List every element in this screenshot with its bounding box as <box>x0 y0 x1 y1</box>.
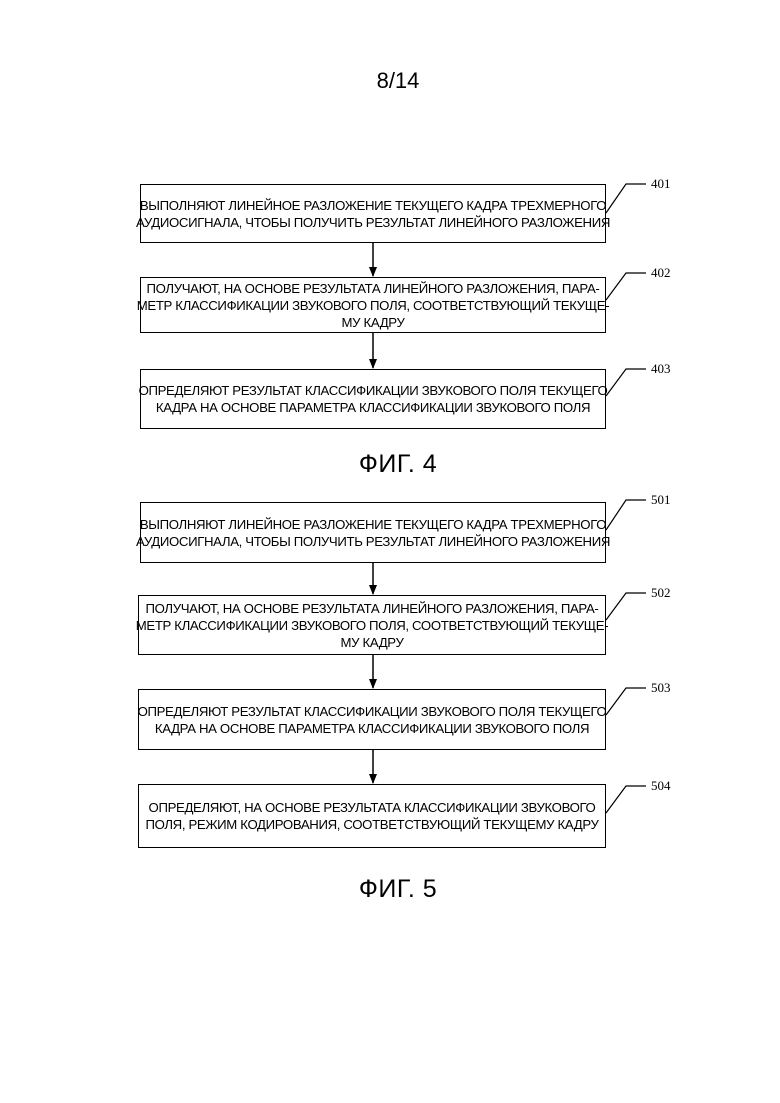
step-504-line-1: ОПРЕДЕЛЯЮТ, НА ОСНОВЕ РЕЗУЛЬТАТА КЛАССИФ… <box>149 799 596 816</box>
flow-step-401: ВЫПОЛНЯЮТ ЛИНЕЙНОЕ РАЗЛОЖЕНИЕ ТЕКУЩЕГО К… <box>140 184 606 243</box>
flow-step-502: ПОЛУЧАЮТ, НА ОСНОВЕ РЕЗУЛЬТАТА ЛИНЕЙНОГО… <box>138 595 606 655</box>
ref-label-401: 401 <box>651 176 671 192</box>
ref-label-502: 502 <box>651 585 671 601</box>
figure-caption-4: ФИГ. 4 <box>0 450 780 479</box>
step-502-line-1: ПОЛУЧАЮТ, НА ОСНОВЕ РЕЗУЛЬТАТА ЛИНЕЙНОГО… <box>146 600 599 617</box>
step-402-line-2: МЕТР КЛАССИФИКАЦИИ ЗВУКОВОГО ПОЛЯ, СООТВ… <box>137 297 610 314</box>
ref-label-403: 403 <box>651 361 671 377</box>
flow-step-403: ОПРЕДЕЛЯЮТ РЕЗУЛЬТАТ КЛАССИФИКАЦИИ ЗВУКО… <box>140 369 606 429</box>
leader-501 <box>606 500 646 530</box>
ref-label-504: 504 <box>651 778 671 794</box>
step-403-line-1: ОПРЕДЕЛЯЮТ РЕЗУЛЬТАТ КЛАССИФИКАЦИИ ЗВУКО… <box>139 382 608 399</box>
flow-step-402: ПОЛУЧАЮТ, НА ОСНОВЕ РЕЗУЛЬТАТА ЛИНЕЙНОГО… <box>140 277 606 333</box>
step-502-line-3: МУ КАДРУ <box>341 634 404 651</box>
step-504-line-2: ПОЛЯ, РЕЖИМ КОДИРОВАНИЯ, СООТВЕТСТВУЮЩИЙ… <box>145 816 598 833</box>
step-503-line-1: ОПРЕДЕЛЯЮТ РЕЗУЛЬТАТ КЛАССИФИКАЦИИ ЗВУКО… <box>138 703 607 720</box>
flow-step-504: ОПРЕДЕЛЯЮТ, НА ОСНОВЕ РЕЗУЛЬТАТА КЛАССИФ… <box>138 784 606 848</box>
step-402-line-3: МУ КАДРУ <box>342 314 405 331</box>
step-502-line-2: МЕТР КЛАССИФИКАЦИИ ЗВУКОВОГО ПОЛЯ, СООТВ… <box>136 617 609 634</box>
step-501-line-2: АУДИОСИГНАЛА, ЧТОБЫ ПОЛУЧИТЬ РЕЗУЛЬТАТ Л… <box>136 533 610 550</box>
ref-label-402: 402 <box>651 265 671 281</box>
leader-504 <box>606 786 646 813</box>
leader-402 <box>606 273 646 300</box>
step-402-line-1: ПОЛУЧАЮТ, НА ОСНОВЕ РЕЗУЛЬТАТА ЛИНЕЙНОГО… <box>147 280 600 297</box>
leader-401 <box>606 184 646 213</box>
figure-caption-5: ФИГ. 5 <box>0 875 780 904</box>
step-503-line-2: КАДРА НА ОСНОВЕ ПАРАМЕТРА КЛАССИФИКАЦИИ … <box>155 720 589 737</box>
ref-label-501: 501 <box>651 492 671 508</box>
step-401-line-1: ВЫПОЛНЯЮТ ЛИНЕЙНОЕ РАЗЛОЖЕНИЕ ТЕКУЩЕГО К… <box>140 197 606 214</box>
leader-403 <box>606 369 646 396</box>
ref-label-503: 503 <box>651 680 671 696</box>
leader-502 <box>606 593 646 620</box>
step-501-line-1: ВЫПОЛНЯЮТ ЛИНЕЙНОЕ РАЗЛОЖЕНИЕ ТЕКУЩЕГО К… <box>140 516 606 533</box>
flow-step-503: ОПРЕДЕЛЯЮТ РЕЗУЛЬТАТ КЛАССИФИКАЦИИ ЗВУКО… <box>138 689 606 750</box>
step-401-line-2: АУДИОСИГНАЛА, ЧТОБЫ ПОЛУЧИТЬ РЕЗУЛЬТАТ Л… <box>136 214 610 231</box>
flow-step-501: ВЫПОЛНЯЮТ ЛИНЕЙНОЕ РАЗЛОЖЕНИЕ ТЕКУЩЕГО К… <box>140 502 606 563</box>
leader-503 <box>606 688 646 715</box>
step-403-line-2: КАДРА НА ОСНОВЕ ПАРАМЕТРА КЛАССИФИКАЦИИ … <box>156 399 590 416</box>
